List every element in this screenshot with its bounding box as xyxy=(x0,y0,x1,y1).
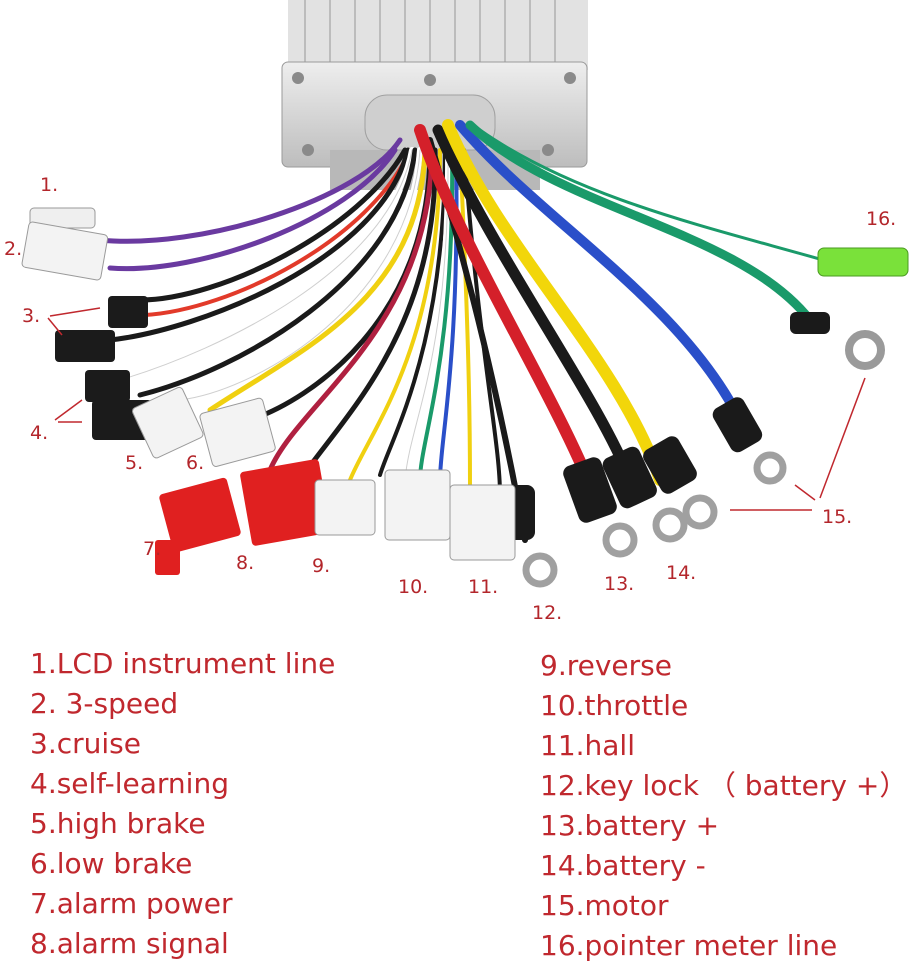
callout-13: 13. xyxy=(604,573,635,595)
callout-8: 8. xyxy=(236,552,255,574)
legend-item-4: 4.self-learning xyxy=(30,767,229,800)
connectors xyxy=(21,221,516,575)
callout-7: 7. xyxy=(143,538,162,560)
callout-16: 16. xyxy=(866,208,897,230)
legend-item-15: 15.motor xyxy=(540,889,669,922)
callout-14: 14. xyxy=(666,562,697,584)
legend-right-column: 9.reverse 10.throttle 11.hall 12.key loc… xyxy=(540,646,907,966)
legend-item-6: 6.low brake xyxy=(30,847,193,880)
legend-item-2: 2. 3-speed xyxy=(30,687,179,720)
controller-wiring-diagram xyxy=(21,0,909,588)
wire-terminals xyxy=(29,207,909,588)
legend-item-9: 9.reverse xyxy=(540,649,672,682)
callout-9: 9. xyxy=(312,555,331,577)
callout-10: 10. xyxy=(398,576,429,598)
leader-arrows xyxy=(47,307,866,511)
legend-item-7: 7.alarm power xyxy=(30,887,233,920)
legend-item-10: 10.throttle xyxy=(540,689,689,722)
controller-housing xyxy=(281,0,588,190)
legend-item-11: 11.hall xyxy=(540,729,635,762)
callout-11: 11. xyxy=(468,576,499,598)
legend-item-3: 3.cruise xyxy=(30,727,141,760)
legend-item-14: 14.battery - xyxy=(540,849,706,882)
callout-12: 12. xyxy=(532,602,563,624)
callout-4: 4. xyxy=(30,422,49,444)
legend-item-12: 12.key lock （ battery +） xyxy=(540,769,908,802)
legend-item-13: 13.battery + xyxy=(540,809,720,842)
wire-bundle xyxy=(97,119,832,543)
legend-left-column: 1.LCD instrument line 2. 3-speed 3.cruis… xyxy=(30,644,335,964)
legend-item-5: 5.high brake xyxy=(30,807,206,840)
callout-5: 5. xyxy=(125,452,144,474)
callout-3: 3. xyxy=(22,305,41,327)
callout-6: 6. xyxy=(186,452,205,474)
callout-2: 2. xyxy=(4,238,23,260)
legend-item-16: 16.pointer meter line xyxy=(540,929,838,962)
callout-15: 15. xyxy=(822,506,853,528)
callout-1: 1. xyxy=(40,174,59,196)
legend-item-8: 8.alarm signal xyxy=(30,927,229,960)
legend-item-1: 1.LCD instrument line xyxy=(30,647,336,680)
